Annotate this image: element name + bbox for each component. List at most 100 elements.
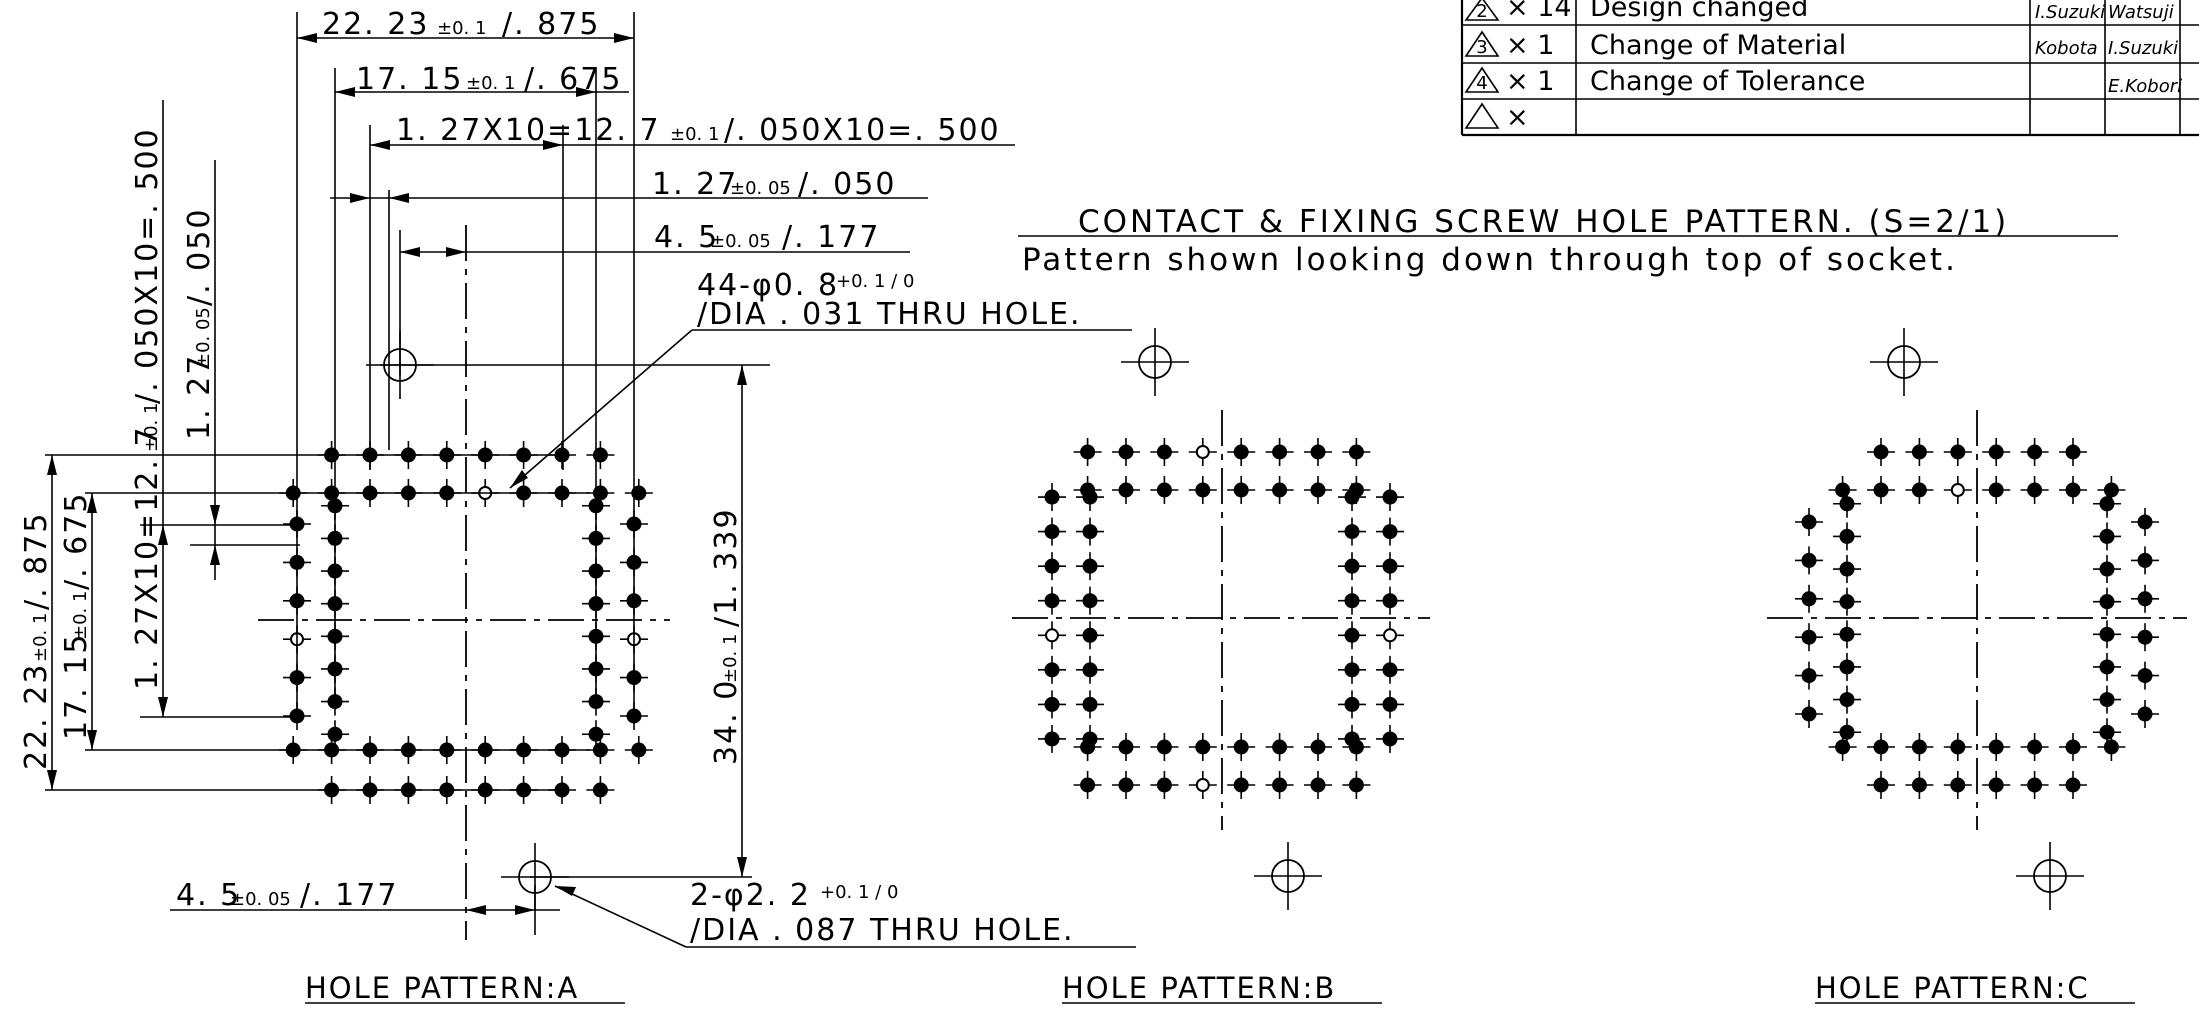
revision-description: Change of Material: [1590, 30, 1846, 61]
contact-hole: [2020, 438, 2049, 466]
contact-hole: [2093, 555, 2121, 584]
contact-hole: [1038, 586, 1066, 615]
dim-top-22-alt: /. 875: [502, 7, 600, 42]
contact-hole: [1112, 476, 1140, 504]
note-screw-holes-line1: 2-φ2. 2: [690, 878, 811, 913]
contact-hole: [1376, 724, 1404, 753]
dim-right-34-main: 34. 0: [709, 679, 744, 765]
revision-mark: 2: [1476, 1, 1487, 22]
dim-bottom-45-alt: /. 177: [300, 878, 398, 913]
contact-hole: [624, 479, 653, 507]
contact-hole: [1982, 771, 2011, 799]
screw-hole: [2016, 842, 2084, 910]
dim-top-127-main: 1. 27: [652, 167, 738, 202]
contact-hole: [1905, 771, 1934, 799]
contact-hole: [1376, 517, 1404, 546]
contact-hole: [1833, 620, 1861, 649]
contact-hole: [1112, 733, 1140, 761]
revision-table: 2 × 14 Design changed I.Suzuki Watsuji 3…: [1460, 0, 2199, 137]
dim-left-22-alt: /. 875: [19, 512, 54, 610]
contact-hole: [1833, 685, 1861, 714]
contact-hole: [1038, 655, 1066, 684]
contact-hole: [2059, 733, 2087, 761]
contact-hole: [624, 736, 653, 764]
contact-hole: [2131, 661, 2159, 690]
contact-hole: [1795, 584, 1823, 613]
contact-hole: [2093, 587, 2121, 616]
contact-hole: [2093, 522, 2121, 551]
contact-hole: [1338, 483, 1366, 512]
dim-left-127-tol: ±0. 05: [193, 307, 214, 368]
contact-hole: [1304, 771, 1332, 799]
contact-hole: [1227, 733, 1256, 761]
contact-hole: [1867, 476, 1895, 504]
contact-hole: [2059, 438, 2087, 466]
contact-hole: [1112, 771, 1140, 799]
hole-pattern-b: [1012, 328, 1430, 910]
contact-hole: [1150, 733, 1179, 761]
dim-top-45-main: 4. 5: [654, 220, 719, 255]
contact-hole: [1833, 522, 1861, 551]
dim-top-pitch-tol: ±0. 1: [670, 124, 719, 145]
section-subtitle: Pattern shown looking down through top o…: [1022, 242, 1958, 278]
dim-bottom-45-tol: ±0. 05: [230, 889, 291, 910]
hole-pattern-c: [1767, 328, 2187, 910]
contact-hole: [1188, 438, 1217, 466]
note-screw-holes-line2: /DIA . 087 THRU HOLE.: [690, 913, 1075, 948]
contact-hole: [1304, 733, 1332, 761]
contact-hole: [1265, 438, 1294, 466]
contact-hole: [1376, 586, 1404, 615]
contact-hole: [1338, 552, 1366, 581]
pattern-a-label: HOLE PATTERN:A: [305, 971, 579, 1005]
contact-hole: [1188, 476, 1217, 504]
contact-hole: [1188, 771, 1217, 799]
contact-hole: [1867, 771, 1895, 799]
contact-hole: [1833, 587, 1861, 616]
screw-hole: [1870, 328, 1938, 396]
contact-hole: [1795, 546, 1823, 575]
contact-hole: [1795, 623, 1823, 652]
contact-hole: [1833, 652, 1861, 681]
revision-triangle-icon: [1464, 66, 1500, 93]
contact-hole: [1076, 724, 1104, 753]
contact-hole: [1867, 733, 1895, 761]
contact-hole: [1265, 771, 1294, 799]
contact-hole: [1982, 476, 2011, 504]
contact-hole: [2131, 623, 2159, 652]
pattern-a-dimensions: 22. 23 ±0. 1 /. 875 17. 15 ±0. 1 /. 675 …: [19, 7, 1136, 948]
dim-bottom-45-main: 4. 5: [176, 878, 241, 913]
contact-hole: [1376, 483, 1404, 512]
contact-hole: [1376, 655, 1404, 684]
contact-hole: [1038, 724, 1066, 753]
note-contact-holes-line2: /DIA . 031 THRU HOLE.: [697, 297, 1082, 332]
contact-hole: [1943, 771, 1972, 799]
contact-hole: [1905, 476, 1934, 504]
contact-hole: [1076, 621, 1104, 650]
dim-top-22-tol: ±0. 1: [437, 18, 486, 39]
contact-hole: [2131, 508, 2159, 536]
contact-hole: [1338, 621, 1366, 650]
revision-mark: 3: [1476, 37, 1487, 58]
contact-hole: [1833, 489, 1861, 518]
contact-hole: [2131, 546, 2159, 575]
contact-hole: [1982, 733, 2011, 761]
contact-hole: [1038, 483, 1066, 512]
note-contact-holes-line1: 44-φ0. 8: [697, 268, 839, 303]
contact-hole: [1905, 438, 1934, 466]
contact-hole: [1342, 438, 1371, 466]
contact-hole: [1833, 555, 1861, 584]
contact-hole: [2093, 620, 2121, 649]
dim-top-127-alt: /. 050: [798, 167, 896, 202]
contact-hole: [1038, 517, 1066, 546]
contact-hole: [586, 776, 615, 804]
dim-left-127-alt: /. 050: [182, 208, 217, 306]
dim-left-pitch-main: 1. 27X10=12. 7: [130, 425, 165, 690]
contact-hole: [1833, 718, 1861, 747]
contact-hole: [1943, 476, 1972, 504]
dim-left-17-alt: /. 675: [59, 492, 94, 590]
contact-hole: [1227, 771, 1256, 799]
revision-signature: I.Suzuki: [2108, 38, 2178, 59]
dim-left-pitch-tol: ±0. 1: [141, 403, 162, 452]
contact-hole: [1982, 438, 2011, 466]
